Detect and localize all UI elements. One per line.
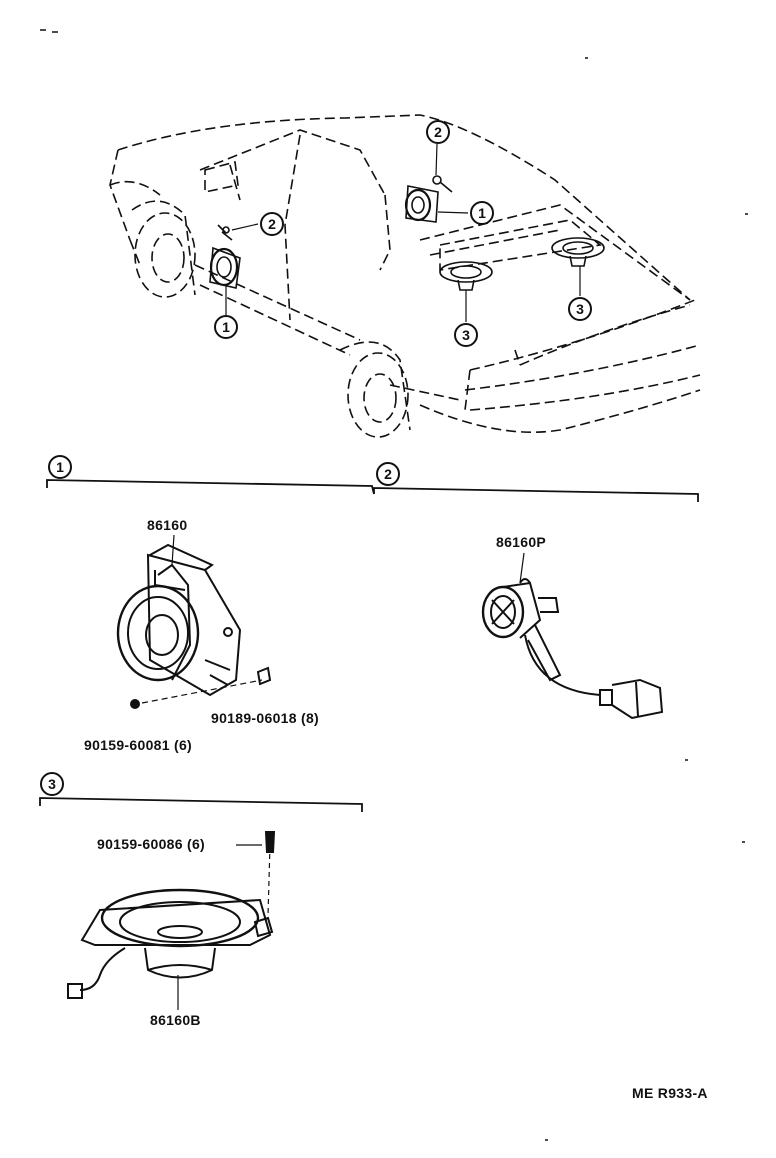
- callout-2-rear-tweeter: 2: [426, 120, 450, 144]
- leader-lines: [225, 143, 581, 322]
- callout-3-deck-right: 3: [568, 297, 592, 321]
- section-2-marker: 2: [376, 462, 400, 486]
- section-1-marker: 1: [48, 455, 72, 479]
- part-label-nut-front: 90189-06018 (8): [211, 710, 320, 726]
- part-label-86160p: 86160P: [496, 534, 547, 550]
- callout-2-front-tweeter: 2: [260, 212, 284, 236]
- part-label-86160b: 86160B: [150, 1012, 201, 1028]
- section-3-marker: 3: [40, 772, 64, 796]
- front-door-speaker-part: [116, 534, 272, 709]
- car-speaker-front-door: [209, 246, 241, 289]
- section-brackets: [39, 479, 699, 812]
- car-speaker-rear-door: [404, 185, 439, 223]
- scan-specks: [40, 29, 748, 1141]
- car-tweeter-front: [217, 224, 233, 241]
- part-label-86160: 86160: [147, 517, 188, 533]
- car-outline: [109, 114, 701, 438]
- rear-deck-speaker-part: [67, 831, 276, 1010]
- diagram-reference-code: ME R933-A: [632, 1085, 708, 1101]
- callout-1-front-door: 1: [214, 315, 238, 339]
- part-label-screw-front: 90159-60081 (6): [84, 737, 193, 753]
- tweeter-part: [481, 552, 664, 720]
- callout-3-deck-left: 3: [454, 323, 478, 347]
- car-speaker-deck-right: [551, 237, 605, 267]
- car-tweeter-rear: [432, 175, 453, 193]
- callout-1-rear-door: 1: [470, 201, 494, 225]
- car-speaker-deck-left: [439, 261, 493, 291]
- part-label-screw-rear: 90159-60086 (6): [97, 836, 206, 852]
